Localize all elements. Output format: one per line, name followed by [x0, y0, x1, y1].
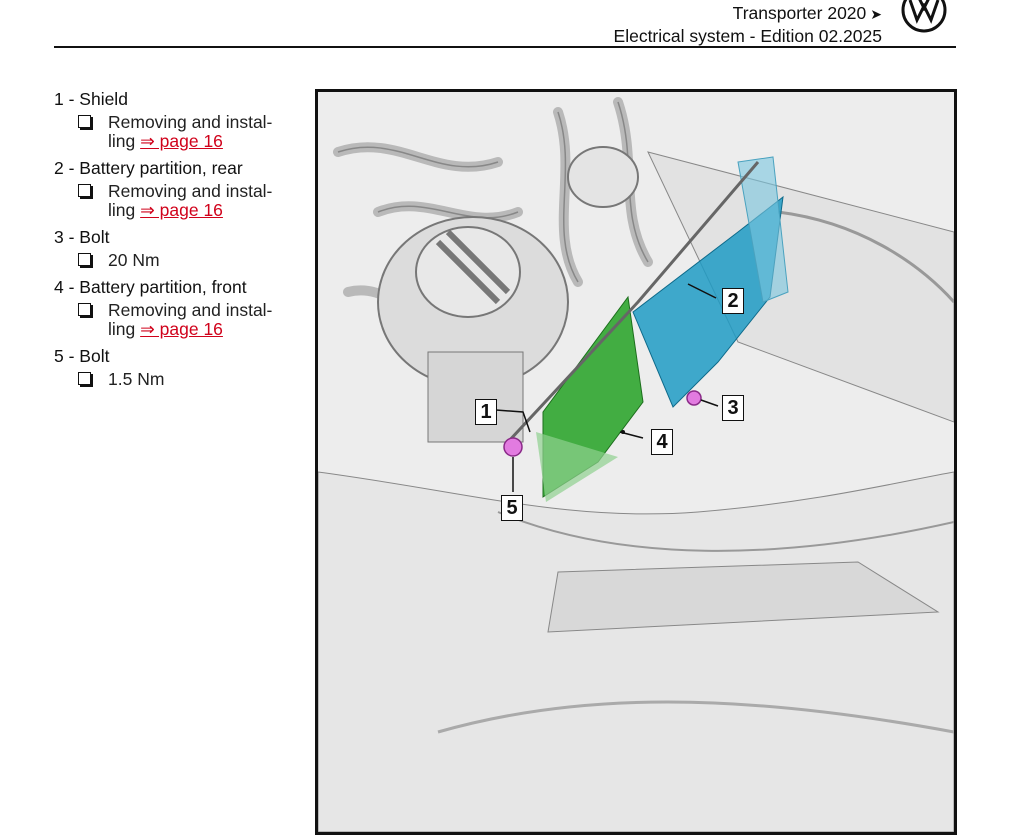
checkbox-bullet-icon: [78, 115, 91, 128]
checkbox-bullet-icon: [78, 372, 91, 385]
checkbox-bullet-icon: [78, 184, 91, 197]
header-title: Transporter 2020➤: [732, 3, 882, 23]
legend-item-title: 3 - Bolt: [54, 227, 110, 247]
legend-subitem: Removing and instal-ling ⇒ page 16: [54, 113, 304, 151]
page-link[interactable]: ⇒ page 16: [140, 131, 223, 151]
legend-item-2: 2 - Battery partition, rear Removing and…: [54, 157, 304, 220]
checkbox-bullet-icon: [78, 303, 91, 316]
checkbox-bullet-icon: [78, 253, 91, 266]
legend-item-title: 1 - Shield: [54, 89, 128, 109]
legend-item-1: 1 - Shield Removing and instal-ling ⇒ pa…: [54, 88, 304, 151]
page-link[interactable]: ⇒ page 16: [140, 319, 223, 339]
next-page-arrow-icon[interactable]: ➤: [870, 6, 882, 22]
legend-item-title: 2 - Battery partition, rear: [54, 158, 243, 178]
page-link[interactable]: ⇒ page 16: [140, 200, 223, 220]
callout-1: 1: [475, 399, 497, 425]
legend-subitem: 1.5 Nm: [54, 370, 304, 389]
legend-item-3: 3 - Bolt 20 Nm: [54, 226, 304, 270]
engine-bay-illustration: 1 2 3 4 5: [315, 89, 957, 835]
callout-3: 3: [722, 395, 744, 421]
legend-subitem: Removing and instal-ling ⇒ page 16: [54, 301, 304, 339]
legend-subitem: Removing and instal-ling ⇒ page 16: [54, 182, 304, 220]
callout-2: 2: [722, 288, 744, 314]
legend-item-title: 5 - Bolt: [54, 346, 110, 366]
legend-list: 1 - Shield Removing and instal-ling ⇒ pa…: [54, 84, 304, 395]
document-header: Transporter 2020➤ Electrical system - Ed…: [614, 2, 882, 47]
callout-5: 5: [501, 495, 523, 521]
header-rule: [54, 46, 956, 48]
illustration-drawing: [318, 92, 954, 832]
legend-item-5: 5 - Bolt 1.5 Nm: [54, 345, 304, 389]
callout-4: 4: [651, 429, 673, 455]
legend-subitem: 20 Nm: [54, 251, 304, 270]
legend-item-title: 4 - Battery partition, front: [54, 277, 247, 297]
vw-logo-icon: [901, 0, 947, 33]
legend-item-4: 4 - Battery partition, front Removing an…: [54, 276, 304, 339]
header-subtitle: Electrical system - Edition 02.2025: [613, 26, 882, 46]
